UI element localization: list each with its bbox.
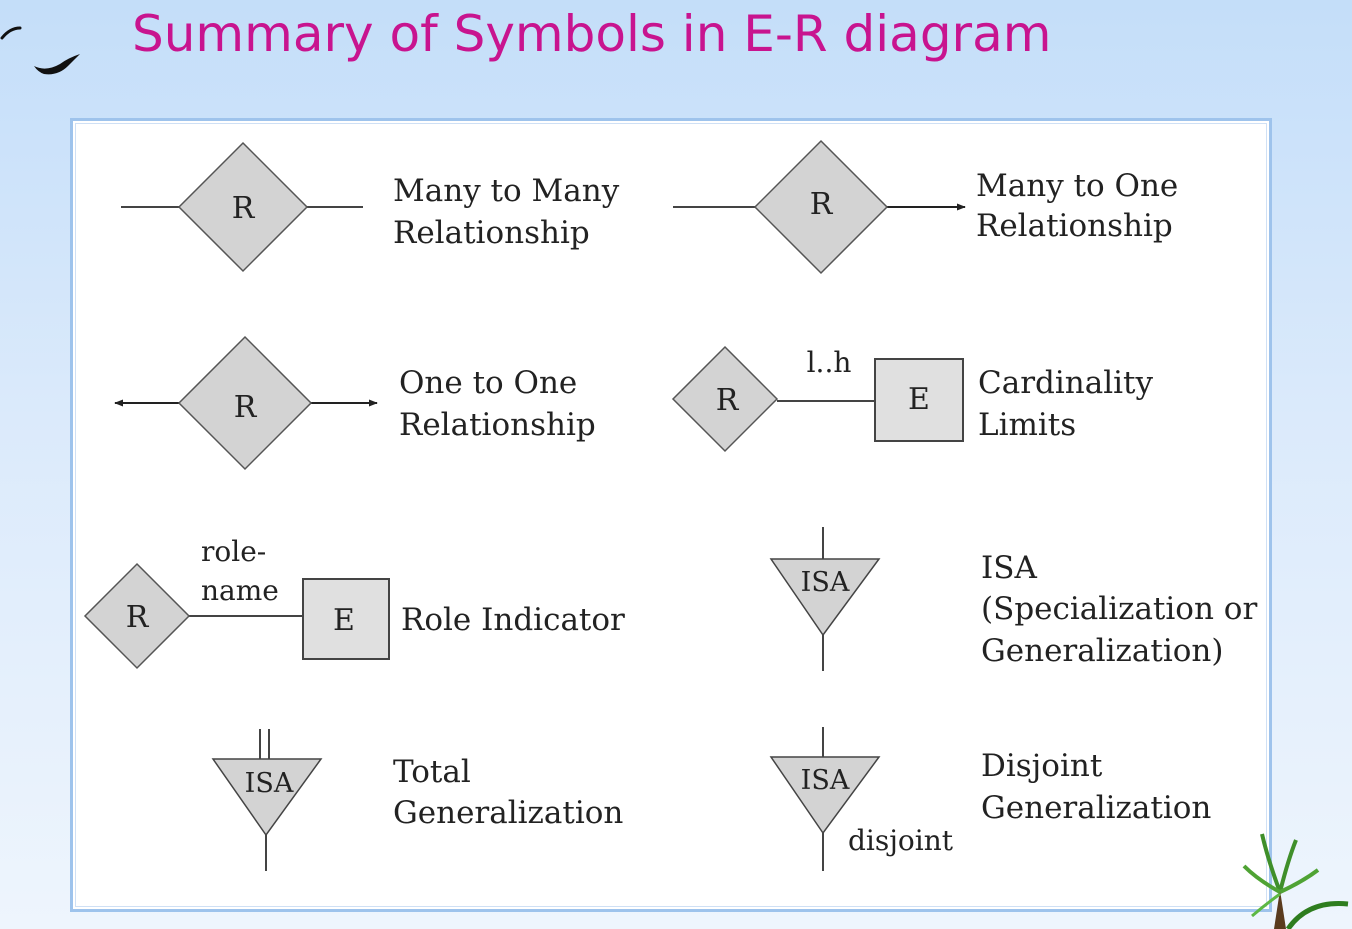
symbol-one-to-one: R One to One Relationship: [114, 335, 596, 471]
symbol-label-line: Generalization: [981, 790, 1211, 826]
symbol-disjoint-generalization: ISA disjoint Disjoint Generalization: [769, 727, 1211, 871]
symbol-isa: ISA ISA (Specialization or Generalizatio…: [769, 527, 1257, 671]
symbol-label-line: Limits: [978, 407, 1076, 443]
symbol-label-line: Many to One: [976, 168, 1178, 204]
symbol-label-line: Generalization: [393, 795, 623, 831]
entity-label: E: [908, 382, 930, 417]
symbol-label-line: ISA: [981, 550, 1037, 586]
slide-title: Summary of Symbols in E-R diagram: [132, 5, 1052, 63]
symbol-label-line: Role Indicator: [401, 602, 625, 638]
symbol-label-line: Disjoint: [981, 748, 1103, 784]
symbol-label-line: Many to Many: [393, 173, 620, 209]
cardinality-annotation: l..h: [807, 346, 852, 379]
symbol-label-line: One to One: [399, 365, 577, 401]
symbol-total-generalization: ISA Total Generalization: [211, 729, 623, 871]
isa-label: ISA: [245, 768, 294, 799]
isa-triangle: [211, 758, 323, 837]
bird-decoration-icon: [0, 26, 80, 75]
symbol-label-line: Relationship: [976, 208, 1173, 244]
er-symbol-panel: R Many to Many Relationship R Many to On…: [70, 118, 1272, 912]
entity-label: E: [333, 603, 355, 638]
relationship-diamond: [177, 141, 309, 273]
symbol-label-line: Relationship: [393, 215, 590, 251]
isa-triangle: [769, 558, 881, 637]
isa-label: ISA: [801, 567, 850, 598]
symbol-label-line: Cardinality: [978, 365, 1154, 401]
diamond-label: R: [234, 390, 258, 425]
relationship-diamond: [83, 562, 191, 670]
relationship-diamond: [753, 139, 889, 275]
entity-rectangle: [302, 578, 390, 660]
symbol-label-line: (Specialization or: [981, 591, 1257, 627]
symbol-label-line: Relationship: [399, 407, 596, 443]
symbol-cardinality-limits: R E l..h Cardinality Limits: [671, 345, 1154, 453]
entity-rectangle: [874, 358, 964, 442]
role-annotation: name: [201, 574, 279, 607]
symbol-many-to-many: R Many to Many Relationship: [121, 141, 620, 273]
role-annotation: role-: [201, 535, 266, 568]
isa-label: ISA: [801, 765, 850, 796]
relationship-diamond: [177, 335, 313, 471]
relationship-diamond: [671, 345, 779, 453]
diamond-label: R: [810, 187, 834, 222]
symbol-role-indicator: R E role- name Role Indicator: [83, 535, 625, 670]
symbol-label-line: Total: [393, 754, 471, 790]
symbol-many-to-one: R Many to One Relationship: [673, 139, 1178, 275]
disjoint-annotation: disjoint: [848, 824, 954, 857]
isa-triangle: [769, 756, 881, 835]
diamond-label: R: [716, 383, 740, 418]
diamond-label: R: [232, 191, 256, 226]
diamond-label: R: [126, 600, 150, 635]
plant-decoration-icon: [1242, 833, 1349, 929]
symbol-label-line: Generalization): [981, 633, 1223, 669]
